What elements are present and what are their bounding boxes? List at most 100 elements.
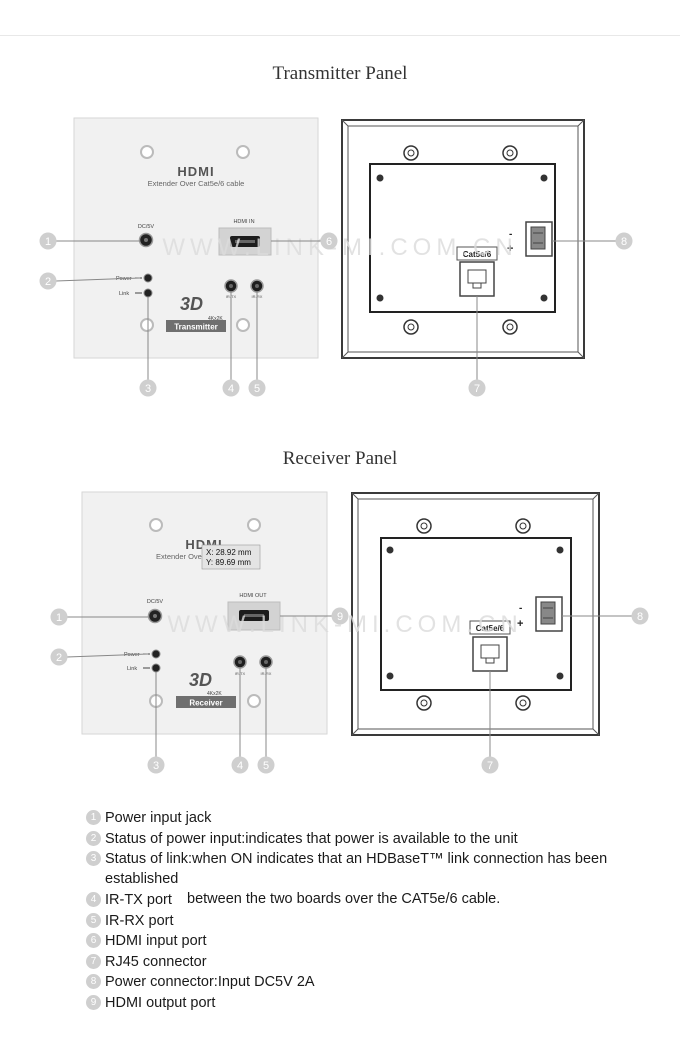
receiver-faceplate bbox=[81, 491, 328, 735]
svg-text:6: 6 bbox=[326, 236, 332, 248]
panel-subtitle: Extender Over Cat5e/6 cable bbox=[148, 179, 245, 188]
screw-icon bbox=[416, 518, 432, 534]
badge-resolution: 4Kx2K bbox=[207, 691, 222, 697]
svg-text:5: 5 bbox=[254, 383, 260, 395]
screw-icon bbox=[403, 145, 419, 161]
callout-6: 6 bbox=[320, 232, 338, 250]
svg-text:2: 2 bbox=[45, 276, 51, 288]
pole-minus: - bbox=[519, 603, 522, 614]
legend-number: 5 bbox=[86, 912, 101, 928]
link-led-label: Link bbox=[127, 666, 137, 672]
legend-number: 2 bbox=[86, 830, 101, 846]
watermark: WWW.LINK-MI.COM.CN bbox=[162, 234, 517, 261]
port-legend: 1 Power input jack 2 Status of power inp… bbox=[86, 808, 666, 1013]
screw-icon bbox=[502, 319, 518, 335]
mount-hole bbox=[236, 318, 250, 332]
hdmi-logo: HDMI bbox=[177, 164, 214, 179]
hdmi-port-label: HDMI IN bbox=[233, 219, 254, 225]
legend-item-6: 6 HDMI input port bbox=[86, 931, 666, 952]
mount-hole bbox=[140, 145, 154, 159]
mount-hole bbox=[140, 318, 154, 332]
svg-text:5: 5 bbox=[263, 760, 269, 772]
callout-4: 4 bbox=[231, 756, 249, 774]
legend-item-9: 9 HDMI output port bbox=[86, 993, 666, 1014]
callout-8: 8 bbox=[631, 607, 649, 625]
top-divider bbox=[0, 35, 680, 36]
svg-text:9: 9 bbox=[337, 611, 343, 623]
legend-item-3: 3 Status of link:when ON indicates that … bbox=[86, 849, 666, 907]
legend-text: Status of power input:indicates that pow… bbox=[105, 830, 518, 847]
legend-item-8: 8 Power connector:Input DC5V 2A bbox=[86, 972, 666, 993]
legend-item-1: 1 Power input jack bbox=[86, 808, 666, 829]
legend-item-7: 7 RJ45 connector bbox=[86, 952, 666, 973]
transmitter-faceplate bbox=[73, 117, 319, 359]
receiver-panel-title: Receiver Panel bbox=[282, 448, 398, 469]
rj45-connector bbox=[472, 636, 508, 672]
legend-number: 1 bbox=[86, 810, 101, 825]
callout-3: 3 bbox=[139, 379, 157, 397]
tooltip-y: Y: 89.69 mm bbox=[206, 558, 251, 567]
transmitter-panel-title: Transmitter Panel bbox=[272, 63, 408, 84]
dc-label: DC/5V bbox=[147, 599, 164, 605]
dc-label: DC/5V bbox=[138, 224, 155, 230]
svg-text:1: 1 bbox=[56, 612, 62, 624]
legend-text: IR-RX port bbox=[105, 912, 174, 929]
svg-text:1: 1 bbox=[45, 236, 51, 248]
callout-5: 5 bbox=[248, 379, 266, 397]
rj45-label-box bbox=[469, 620, 511, 635]
legend-text: Status of link:when ON indicates that an… bbox=[105, 849, 666, 909]
svg-text:3: 3 bbox=[145, 383, 151, 395]
tooltip-x: X: 28.92 mm bbox=[206, 548, 252, 557]
receiver-diagram: HDMI Extender Ove X: 28.92 mm Y: 89.69 m… bbox=[50, 491, 649, 774]
rj45-connector bbox=[459, 261, 495, 297]
mount-hole bbox=[247, 518, 261, 532]
panel-subtitle: Extender Ove bbox=[156, 552, 202, 561]
legend-text: IR-TX port bbox=[105, 892, 172, 908]
legend-number: 9 bbox=[86, 994, 101, 1010]
link-led bbox=[151, 663, 161, 673]
legend-number: 3 bbox=[86, 851, 101, 866]
screw-icon bbox=[502, 145, 518, 161]
hdmi-port-label: HDMI OUT bbox=[239, 593, 267, 599]
measurement-tooltip: X: 28.92 mm Y: 89.69 mm bbox=[201, 544, 261, 570]
mount-hole bbox=[236, 145, 250, 159]
power-led bbox=[143, 273, 153, 283]
transmitter-diagram: HDMI Extender Over Cat5e/6 cable DC/5V H… bbox=[39, 117, 633, 397]
svg-text:8: 8 bbox=[621, 236, 627, 248]
device-name-badge bbox=[166, 320, 226, 332]
svg-text:4: 4 bbox=[237, 760, 243, 772]
callout-5: 5 bbox=[257, 756, 275, 774]
legend-number: 8 bbox=[86, 974, 101, 989]
svg-text:4: 4 bbox=[228, 383, 234, 395]
legend-text-line-1: Status of link:when ON indicates that an… bbox=[105, 851, 608, 887]
callout-1: 1 bbox=[39, 232, 57, 250]
legend-text: Power input jack bbox=[105, 810, 212, 826]
callout-2: 2 bbox=[50, 648, 68, 666]
rj45-label: Cat5e/6 bbox=[463, 250, 492, 259]
legend-text: RJ45 connector bbox=[105, 953, 207, 970]
svg-text:3: 3 bbox=[153, 760, 159, 772]
mount-hole bbox=[247, 694, 261, 708]
rj45-label-box bbox=[456, 246, 498, 261]
link-led-label: Link bbox=[119, 291, 129, 297]
badge-3d: 3D bbox=[189, 670, 212, 690]
badge-3d: 3D bbox=[180, 294, 203, 314]
svg-text:7: 7 bbox=[474, 383, 480, 395]
link-led bbox=[143, 288, 153, 298]
callout-1: 1 bbox=[50, 608, 68, 626]
callout-4: 4 bbox=[222, 379, 240, 397]
device-name-badge bbox=[176, 696, 236, 708]
legend-item-2: 2 Status of power input:indicates that p… bbox=[86, 829, 666, 850]
callout-7: 7 bbox=[481, 756, 499, 774]
callout-7: 7 bbox=[468, 379, 486, 397]
screw-icon bbox=[515, 518, 531, 534]
rj45-label: Cat5e/6 bbox=[476, 624, 505, 633]
mount-hole bbox=[149, 518, 163, 532]
legend-number: 4 bbox=[86, 892, 101, 907]
badge-resolution: 4Kx2K bbox=[208, 316, 223, 322]
callout-2: 2 bbox=[39, 272, 57, 290]
legend-text: HDMI output port bbox=[105, 994, 216, 1011]
legend-text: HDMI input port bbox=[105, 933, 207, 949]
callout-8: 8 bbox=[615, 232, 633, 250]
device-name: Transmitter bbox=[174, 323, 218, 332]
